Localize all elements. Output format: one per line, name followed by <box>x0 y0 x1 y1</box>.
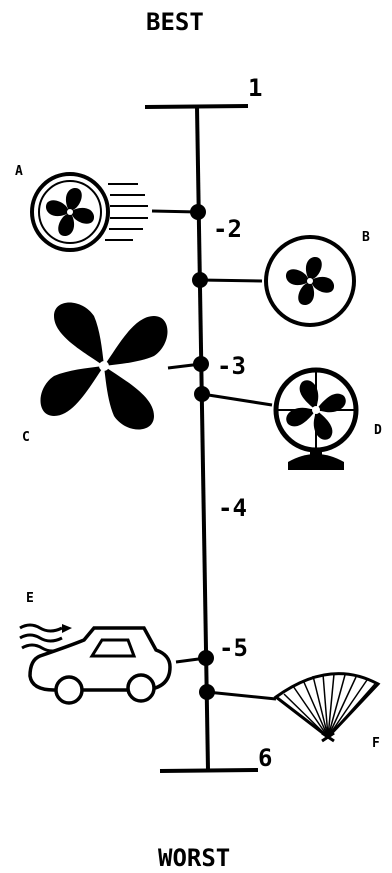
item-letter-d: D <box>374 423 382 438</box>
round-fan-with-airflow-icon <box>30 172 148 252</box>
worst-label: WORST <box>158 844 231 872</box>
tick-label-6: 6 <box>258 744 273 772</box>
item-letter-f: F <box>372 736 380 751</box>
scale-top-bar <box>144 104 249 109</box>
desk-fan-icon <box>273 367 359 470</box>
marker-e <box>175 650 214 666</box>
item-letter-e: E <box>26 591 34 606</box>
scale-bottom-bar <box>159 768 259 773</box>
marker-f <box>199 684 277 701</box>
marker-a <box>151 204 206 220</box>
hand-fan-icon <box>273 672 381 743</box>
item-letter-a: A <box>15 164 23 179</box>
tick-label-3: -3 <box>217 352 246 380</box>
car-with-wind-icon <box>19 623 172 705</box>
item-letter-b: B <box>362 230 370 245</box>
tick-label-2: -2 <box>213 215 242 243</box>
tick-label-4: -4 <box>218 494 247 522</box>
item-letter-c: C <box>22 430 30 445</box>
large-propeller-icon <box>40 302 168 430</box>
round-fan-icon <box>264 235 356 327</box>
best-label: BEST <box>146 8 204 36</box>
marker-d <box>194 386 273 407</box>
marker-c <box>167 356 209 372</box>
tick-label-1: 1 <box>248 74 263 102</box>
tick-label-5: -5 <box>219 634 248 662</box>
marker-b <box>192 272 263 288</box>
